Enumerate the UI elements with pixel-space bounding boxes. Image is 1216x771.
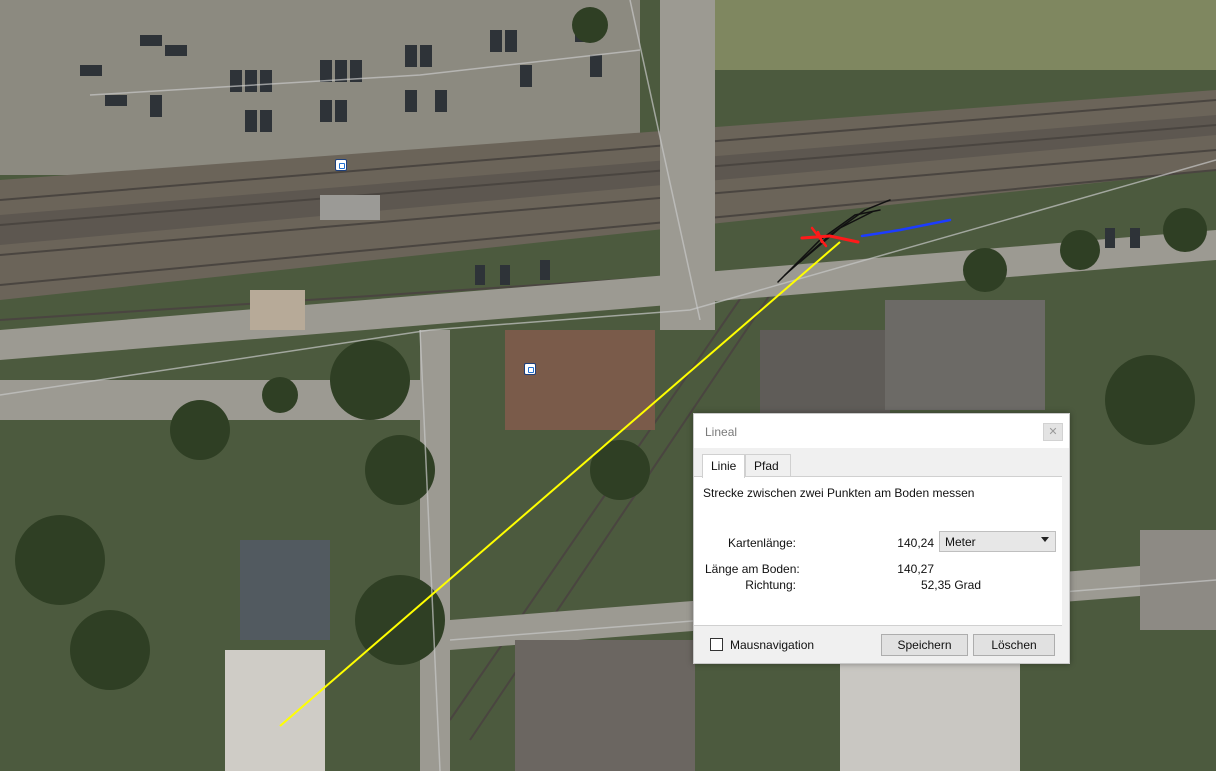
map-length-value: 140,24 — [897, 536, 934, 550]
direction-value: 52,35 Grad — [920, 578, 981, 592]
field-area — [690, 0, 1216, 70]
chevron-down-icon — [1041, 537, 1049, 542]
tab-panel-linie: Strecke zwischen zwei Punkten am Boden m… — [694, 476, 1062, 626]
save-button[interactable]: Speichern — [881, 634, 968, 656]
dialog-title: Lineal — [705, 425, 738, 439]
ruler-dialog: Lineal ✕ Linie Pfad Strecke zwischen zwe… — [693, 413, 1070, 664]
dialog-footer: Mausnavigation Speichern Löschen — [694, 626, 1069, 664]
ground-length-label: Länge am Boden: — [705, 562, 800, 576]
dialog-titlebar[interactable]: Lineal ✕ — [694, 414, 1069, 448]
tab-pfad[interactable]: Pfad — [745, 454, 791, 476]
delete-button[interactable]: Löschen — [973, 634, 1055, 656]
map-length-label: Kartenlänge: — [727, 536, 796, 550]
buildings — [225, 195, 1216, 771]
sketch-line-red — [816, 230, 824, 244]
sketch-line-red — [800, 234, 860, 244]
tab-linie[interactable]: Linie — [702, 454, 745, 478]
close-icon[interactable]: ✕ — [1043, 423, 1063, 441]
mouse-navigation-checkbox[interactable] — [710, 638, 723, 651]
trees — [15, 7, 1207, 690]
unit-select[interactable]: Meter — [939, 531, 1056, 552]
sketch-line-black — [777, 209, 881, 283]
sketch-annotations — [777, 199, 952, 283]
building-marker-icon[interactable] — [524, 363, 536, 375]
mouse-navigation-label[interactable]: Mausnavigation — [730, 638, 815, 652]
direction-label: Richtung: — [745, 578, 796, 592]
unit-select-value: Meter — [945, 535, 976, 549]
parking-marker-icon[interactable] — [335, 159, 347, 171]
instruction-text: Strecke zwischen zwei Punkten am Boden m… — [703, 486, 975, 500]
parked-cars — [80, 20, 1205, 590]
ground-length-value: 140,27 — [897, 562, 934, 576]
sketch-line-black — [799, 211, 873, 263]
sketch-line-blue — [860, 218, 952, 238]
measure-line[interactable] — [279, 241, 841, 727]
